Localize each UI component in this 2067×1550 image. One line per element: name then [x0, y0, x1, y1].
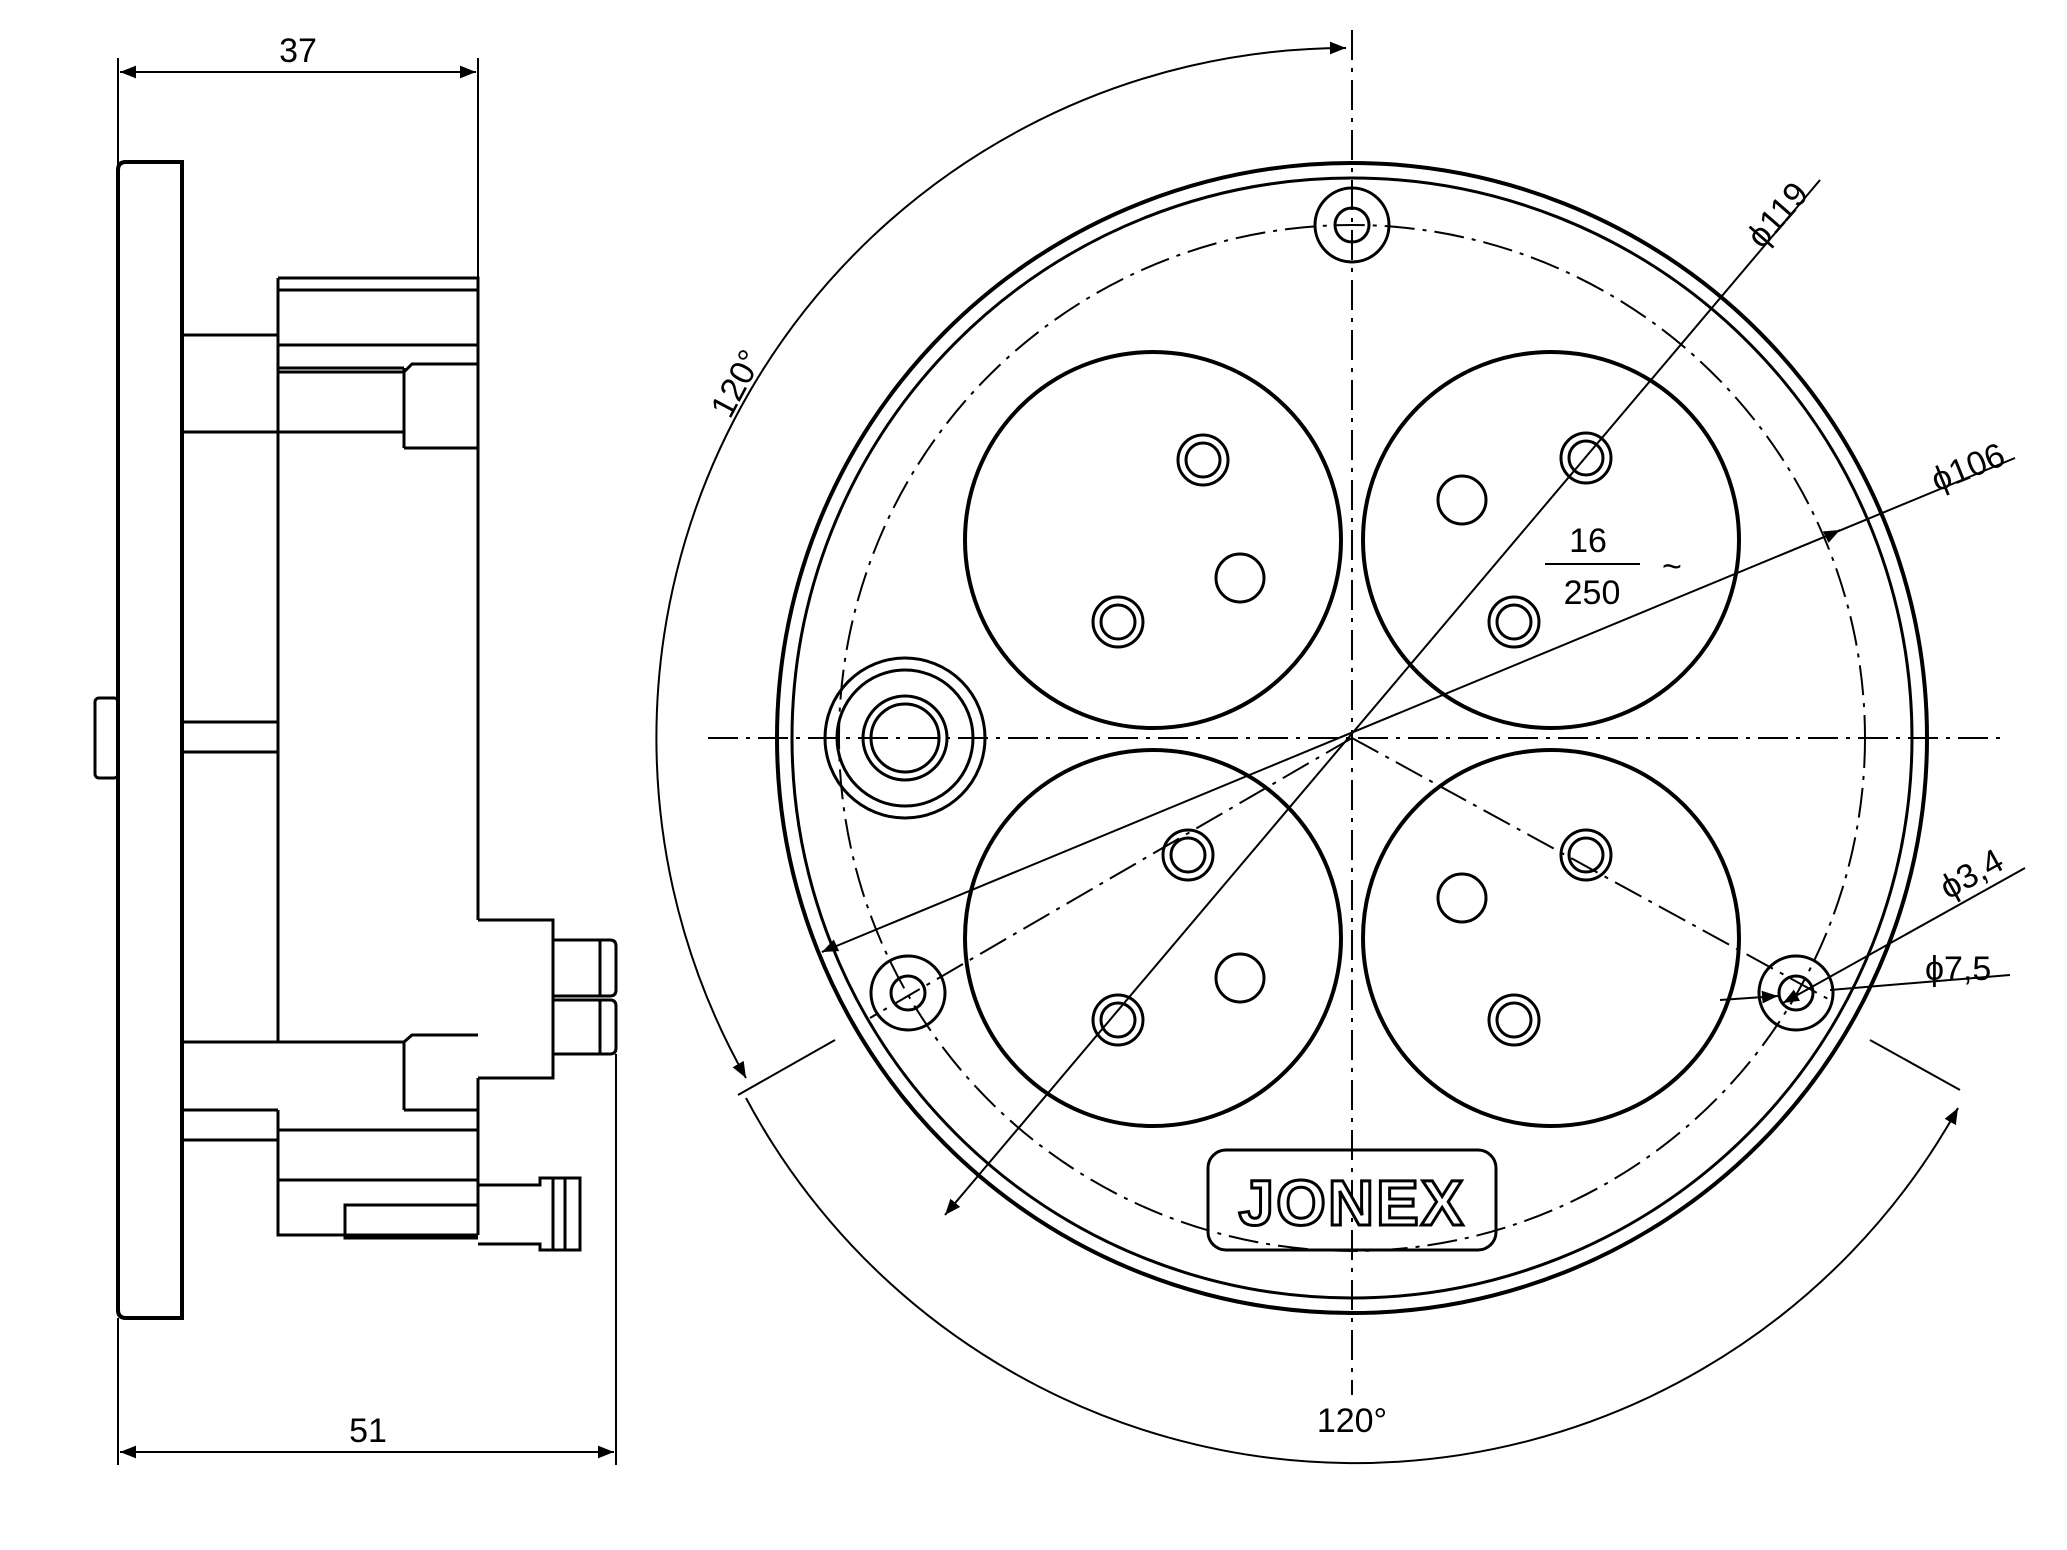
- angle-label-bottom: 120°: [1317, 1402, 1387, 1440]
- angle-arc-bottom: [745, 1097, 1959, 1465]
- mounting-hole-left: [869, 954, 947, 1032]
- centerline-lower-right: [1351, 737, 1831, 1001]
- brand-logo-text: JONEX: [1239, 1167, 1466, 1239]
- dim-line-hole-large: [1719, 990, 1779, 1004]
- dim-37-label: 37: [279, 32, 317, 70]
- dimension-37: 37: [117, 32, 479, 280]
- socket-top-left: [963, 350, 1343, 730]
- dim-line-hole-small: [1782, 867, 2026, 1004]
- side-view: 37: [93, 32, 618, 1465]
- dim-label-119: ϕ119: [1739, 175, 1816, 255]
- socket-bottom-left: [963, 748, 1343, 1128]
- dimension-51: 51: [117, 1054, 617, 1465]
- angle-arc-left: [655, 41, 1347, 1079]
- side-knob: [93, 696, 120, 780]
- dim-51-label: 51: [349, 1412, 387, 1450]
- socket-top-right: [1361, 350, 1741, 730]
- dim-label-106: ϕ106: [1926, 436, 2010, 500]
- rating-current: 16: [1569, 522, 1607, 560]
- socket-body: [182, 276, 618, 1252]
- dim-leader-hole-large: [1829, 974, 2011, 991]
- rating-voltage: 250: [1564, 574, 1621, 612]
- dim-line-119: [944, 179, 1821, 1216]
- rating-ac-symbol: ~: [1662, 548, 1682, 586]
- face-plate: [116, 160, 184, 1320]
- electrical-rating: 16 250 ~: [1545, 522, 1682, 612]
- angle-label-left: 120°: [704, 344, 771, 424]
- brand-logo: JONEX: [1206, 1148, 1498, 1252]
- mounting-hole-right: [1757, 954, 1835, 1032]
- socket-bottom-right: [1361, 748, 1741, 1128]
- dim-label-hole-large: ϕ7,5: [1925, 950, 1991, 988]
- front-view: ϕ119 ϕ106 ϕ3,4 ϕ7,5 120° 120° 16 250 ~ J…: [655, 30, 2026, 1465]
